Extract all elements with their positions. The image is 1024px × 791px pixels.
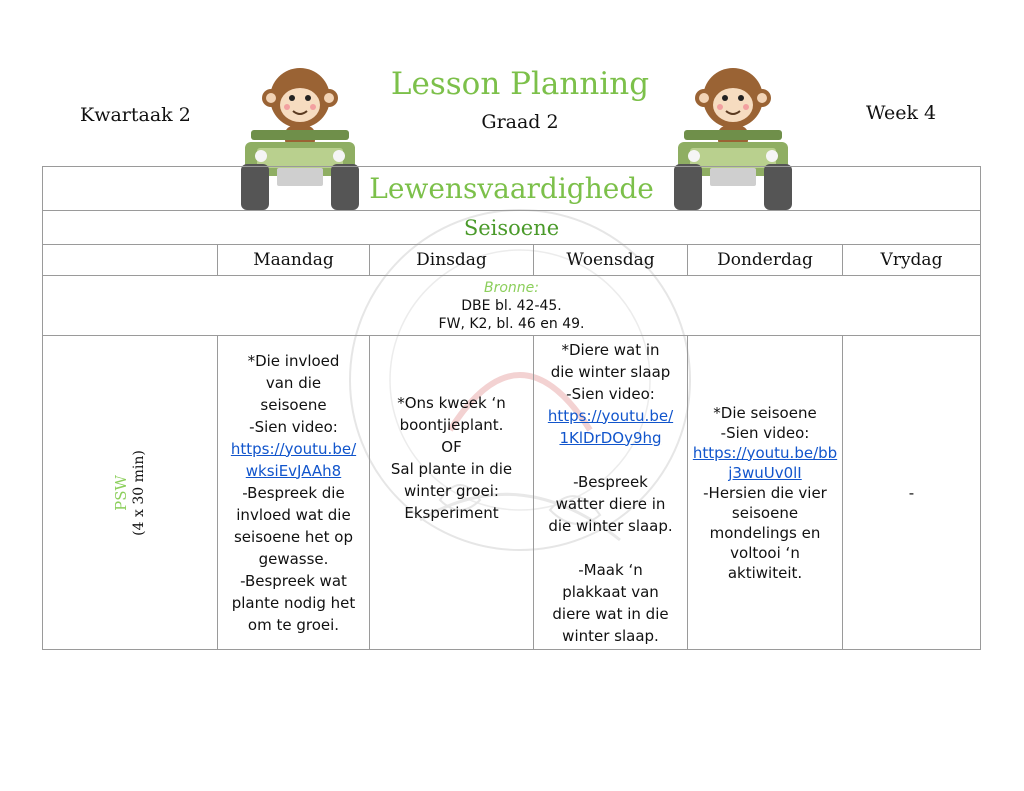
cell-text: plakkaat van	[562, 582, 659, 601]
day-header-monday: Maandag	[217, 244, 370, 276]
day-header-thursday: Donderdag	[687, 244, 843, 276]
day-header-wednesday: Woensdag	[533, 244, 688, 276]
cell-text: invloed wat die	[236, 505, 351, 524]
wednesday-video-link[interactable]: https://youtu.be/1KlDrDOy9hg	[547, 406, 674, 447]
row-label-cell: PSW (4 x 30 min)	[42, 335, 218, 650]
cell-text: diere wat in die	[552, 604, 669, 623]
day-header-empty	[42, 244, 218, 276]
cell-text: -Sien video:	[249, 417, 338, 436]
cell-text: *Ons kweek ‘n	[397, 394, 506, 412]
cell-text: *Diere wat in	[561, 340, 660, 359]
cell-text: van die	[265, 373, 322, 392]
cell-text: -Sien video:	[566, 384, 655, 403]
cell-text: gewasse.	[258, 549, 329, 568]
cell-text: Eksperiment	[404, 504, 499, 522]
cell-text: die winter slaap	[550, 362, 671, 381]
subject-heading: Lewensvaardighede	[41, 166, 982, 211]
cell-text: voltooi ‘n aktiwiteit.	[727, 543, 803, 582]
cell-text: Sal plante in die	[390, 460, 513, 478]
theme-heading: Seisoene	[41, 210, 982, 245]
monday-video-link[interactable]: https://youtu.be/wksiEvJAAh8	[230, 439, 357, 480]
lesson-plan-table: Lewensvaardighede Seisoene Maandag Dinsd…	[41, 166, 982, 650]
cell-text: die winter slaap.	[548, 516, 673, 535]
wednesday-cell: *Diere wat in die winter slaap -Sien vid…	[533, 335, 688, 650]
row-duration-label: (4 x 30 min)	[131, 449, 147, 536]
resource-line: DBE bl. 42-45.	[461, 297, 562, 314]
day-header-tuesday: Dinsdag	[369, 244, 534, 276]
cell-text: -Bespreek wat	[240, 571, 347, 590]
monday-cell: *Die invloed van die seisoene -Sien vide…	[217, 335, 370, 650]
grade-label: Graad 2	[481, 111, 559, 133]
cell-text: seisoene	[260, 395, 327, 414]
cell-text: mondelings en	[709, 523, 821, 542]
cell-text: -Hersien die vier	[703, 483, 827, 502]
cell-text: plante nodig het	[231, 593, 356, 612]
cell-text: -Sien video:	[720, 423, 810, 442]
cell-text: seisoene het op	[233, 527, 354, 546]
cell-text: *Die invloed	[247, 351, 340, 370]
cell-text: winter groei:	[404, 482, 499, 500]
cell-text: -Maak ‘n	[578, 560, 643, 579]
cell-text: -Bespreek	[573, 472, 648, 491]
cell-text: OF	[441, 438, 462, 456]
cell-text: winter slaap.	[562, 626, 659, 645]
friday-cell: -	[841, 335, 982, 650]
cell-text: watter diere in	[555, 494, 666, 513]
day-header-friday: Vrydag	[841, 244, 982, 276]
cell-text: *Die seisoene	[713, 403, 817, 422]
cell-text: -Bespreek die	[242, 483, 345, 502]
resources-cell: Bronne: DBE bl. 42-45. FW, K2, bl. 46 en…	[41, 275, 982, 336]
thursday-cell: *Die seisoene -Sien video: https://youtu…	[687, 335, 843, 650]
week-label: Week 4	[866, 102, 937, 124]
cell-text: om te groei.	[247, 615, 340, 634]
row-subject-label: PSW	[112, 474, 130, 511]
page-title: Lesson Planning	[390, 66, 650, 102]
cell-text: boontjieplant.	[399, 416, 504, 434]
resources-label: Bronne:	[484, 279, 540, 296]
term-label: Kwartaak 2	[80, 104, 191, 126]
tuesday-cell: *Ons kweek ‘n boontjieplant. OF Sal plan…	[369, 335, 534, 650]
cell-text: seisoene	[731, 503, 799, 522]
resource-line: FW, K2, bl. 46 en 49.	[438, 315, 585, 332]
